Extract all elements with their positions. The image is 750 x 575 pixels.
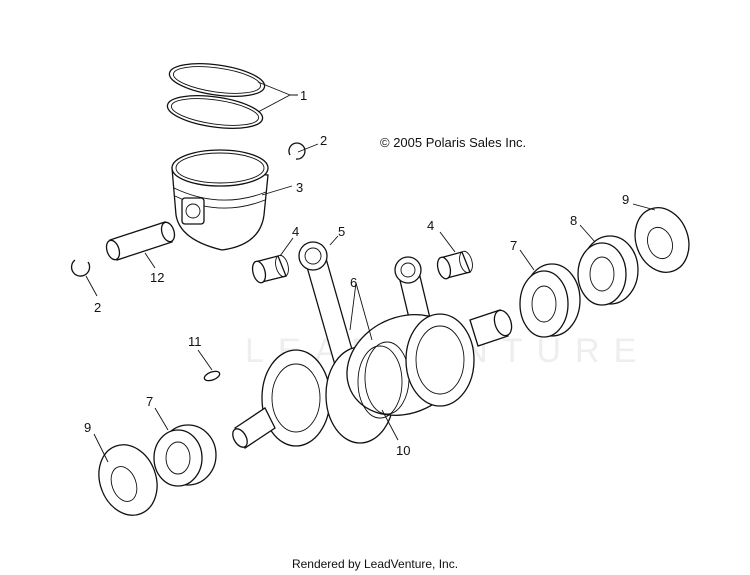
callout-10: 10 (396, 443, 410, 458)
callout-11: 11 (188, 334, 202, 349)
needle-bearing-right (436, 250, 473, 280)
piston-pin (105, 221, 176, 261)
needle-bearing-left (251, 254, 289, 284)
callout-4-left: 4 (292, 224, 299, 239)
callout-2-bottom: 2 (94, 300, 101, 315)
piston (171, 149, 269, 251)
callout-8: 8 (570, 213, 577, 228)
main-bearing-right (519, 263, 581, 338)
callout-6: 6 (350, 275, 357, 290)
main-bearing-far-right (577, 235, 639, 306)
callout-3: 3 (296, 180, 303, 195)
callout-7-right: 7 (510, 238, 517, 253)
callout-2-top: 2 (320, 133, 327, 148)
main-bearing-left (153, 424, 217, 487)
callout-1: 1 (300, 88, 307, 103)
render-credit: Rendered by LeadVenture, Inc. (291, 557, 459, 571)
callout-5: 5 (338, 224, 345, 239)
oil-seal-left (98, 444, 158, 516)
callout-9-right: 9 (622, 192, 629, 207)
callout-9-left: 9 (84, 420, 91, 435)
crankshaft-assembly (232, 241, 513, 449)
callout-7-left: 7 (146, 394, 153, 409)
callout-4-right: 4 (427, 218, 434, 233)
callout-12: 12 (150, 270, 164, 285)
copyright-notice: © 2005 Polaris Sales Inc. (380, 135, 527, 150)
piston-ring-set (166, 63, 266, 129)
